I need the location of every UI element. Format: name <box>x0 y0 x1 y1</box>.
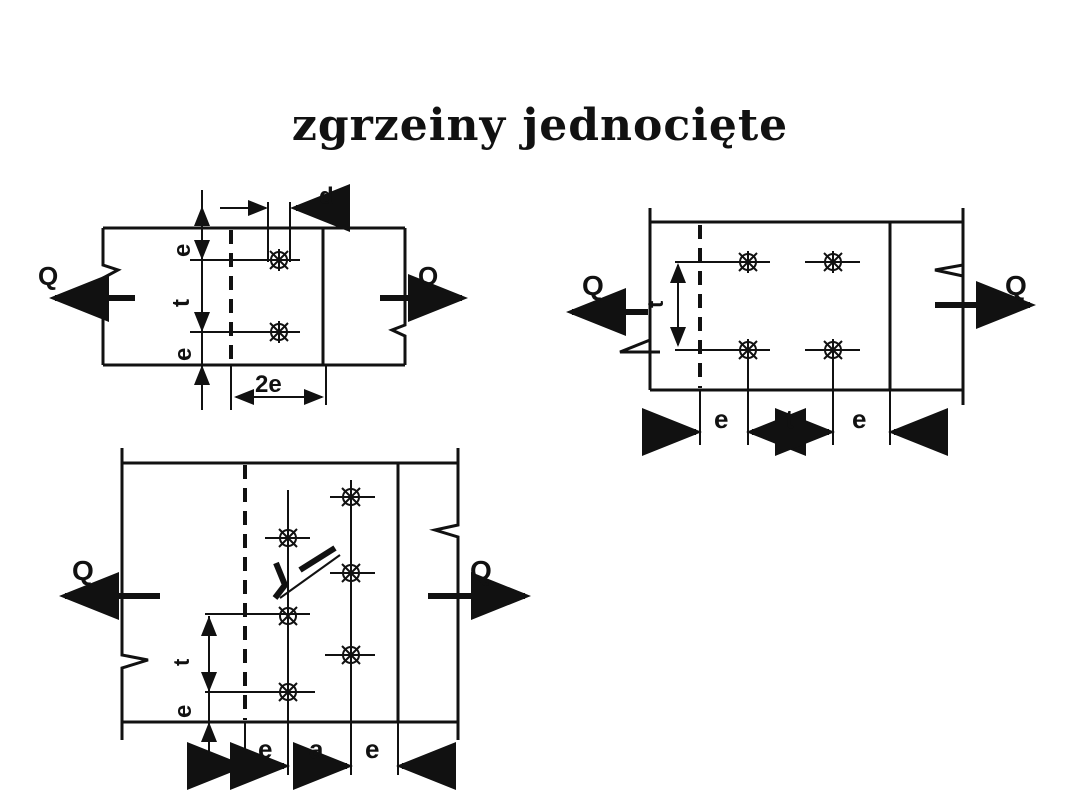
dim-label-e: e <box>170 705 197 718</box>
diagram-staggered: Q Q e a e t e <box>58 448 531 790</box>
dim-label-t: t <box>169 658 194 666</box>
page-title: zgrzeiny jednocięte <box>291 100 789 151</box>
dim-label-e: e <box>714 404 728 434</box>
load-label-q: Q <box>72 555 94 586</box>
load-label-q: Q <box>38 261 58 291</box>
load-label-q: Q <box>418 261 438 291</box>
dim-label-t: t <box>168 299 195 307</box>
dim-label-2e: 2e <box>255 371 282 398</box>
load-label-q: Q <box>1005 270 1027 301</box>
dim-label-d: d <box>319 183 334 210</box>
dim-label-e: e <box>852 404 866 434</box>
load-label-q: Q <box>470 555 492 586</box>
diagram-single-row: Q Q d e t e 2e <box>38 183 468 410</box>
load-label-q: Q <box>582 270 604 301</box>
dim-label-e: e <box>170 348 197 361</box>
diagram-double-row: Q Q e t e t <box>566 208 1036 456</box>
dim-label-e: e <box>258 734 272 764</box>
dim-label-t: t <box>643 300 668 308</box>
dim-label-e: e <box>169 244 196 257</box>
dim-label-t: t <box>785 404 794 434</box>
dim-label-e: e <box>365 734 379 764</box>
dim-label-a: a <box>309 734 324 764</box>
